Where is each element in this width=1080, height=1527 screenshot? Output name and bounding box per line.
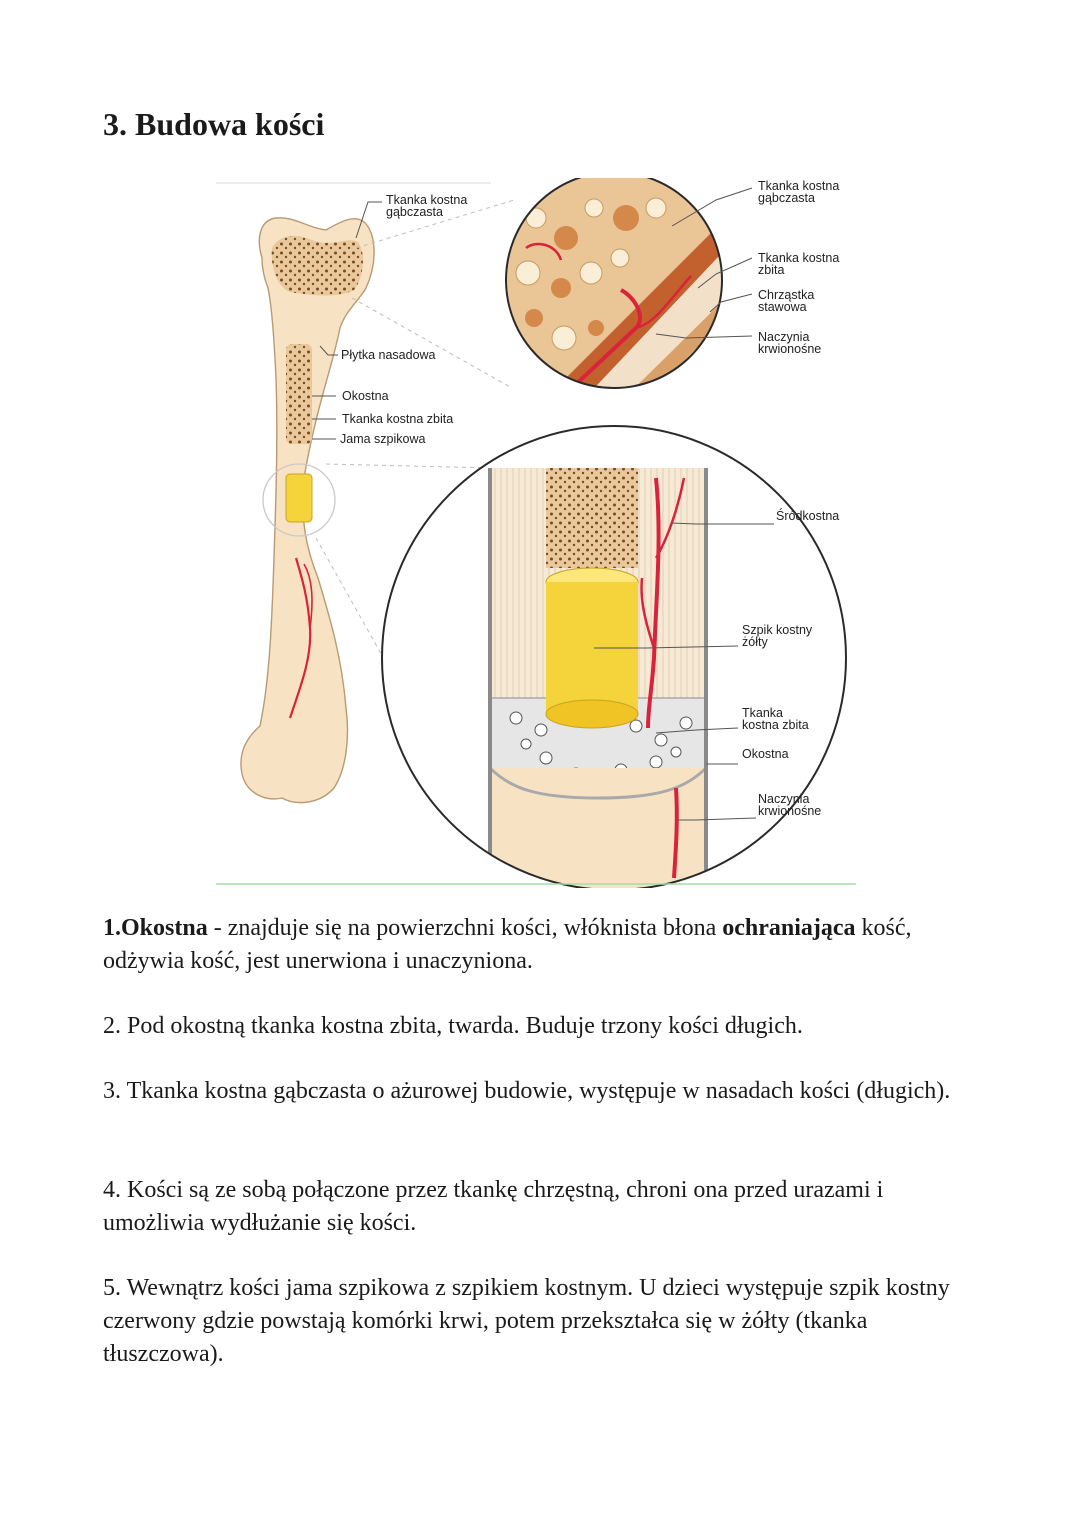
label-szpik-zolty: Szpik kostny żółty	[742, 623, 816, 649]
shaft-section-magnified	[381, 425, 847, 888]
label-plytka-nasadowa: Płytka nasadowa	[341, 348, 436, 362]
paragraph-1: 1.Okostna - znajduje się na powierzchni …	[103, 912, 983, 978]
paragraph-3: 3. Tkanka kostna gąbczasta o ażurowej bu…	[103, 1078, 951, 1104]
label-okostna-left: Okostna	[342, 389, 389, 403]
label-tkanka-zbita-left: Tkanka kostna zbita	[342, 412, 453, 426]
label-naczynia-top: Naczynia krwionośne	[758, 330, 821, 356]
label-naczynia-bottom: Naczynia krwionośne	[758, 792, 821, 818]
paragraph-4: 4. Kości są ze sobą połączone przez tkan…	[103, 1177, 884, 1236]
labels: Tkanka kostna gąbczasta Płytka nasadowa …	[340, 179, 843, 818]
paragraph-5: 5. Wewnątrz kości jama szpikowa z szpiki…	[103, 1275, 950, 1367]
femur-illustration	[240, 217, 375, 804]
label-okostna-bottom: Okostna	[742, 747, 789, 761]
label-tkanka-zbita-bottom: Tkanka kostna zbita	[742, 706, 809, 732]
label-tkanka-gabczasta-right: Tkanka kostna gąbczasta	[758, 179, 843, 205]
p1-text-b: kość, odżywia kość, jest unerwiona i una…	[103, 915, 912, 974]
label-chrzastka-stawowa: Chrząstka stawowa	[758, 288, 818, 314]
page-title: 3. Budowa kości	[103, 106, 325, 142]
label-tkanka-zbita-right: Tkanka kostna zbita	[758, 251, 843, 277]
p1-text-a: - znajduje się na powierzchni kości, włó…	[207, 915, 723, 941]
bone-structure-diagram: Tkanka kostna gąbczasta Płytka nasadowa …	[216, 178, 856, 888]
label-jama-szpikowa: Jama szpikowa	[340, 432, 425, 446]
p1-bold-mid: ochraniająca	[722, 915, 856, 941]
p1-bold-start: 1.Okostna	[103, 915, 208, 941]
label-srodkostna: Śródkostna	[776, 508, 839, 523]
label-tkanka-gabczasta-top: Tkanka kostna gąbczasta	[386, 193, 471, 219]
spongy-bone-magnified	[505, 178, 723, 389]
paragraph-2: 2. Pod okostną tkanka kostna zbita, twar…	[103, 1013, 803, 1039]
